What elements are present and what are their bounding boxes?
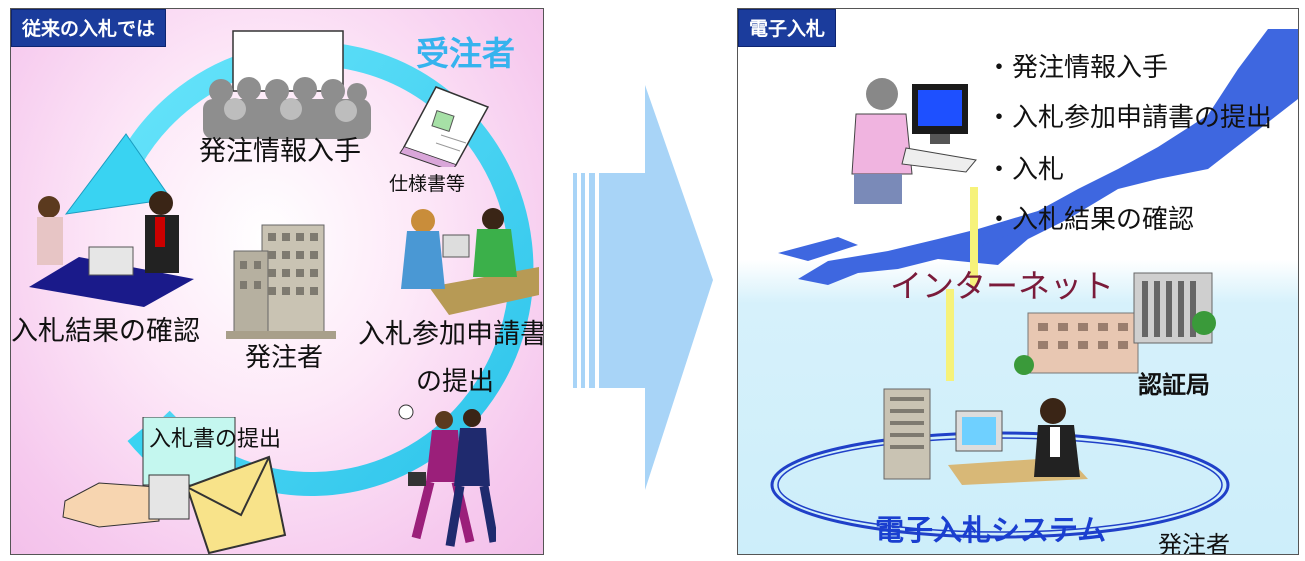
application-label: 入札参加申請書 [358, 319, 544, 350]
running-people-icon [398, 404, 496, 547]
internet-label: インターネット [890, 267, 1115, 305]
orderer-right-label: 発注者 [1158, 531, 1230, 555]
bid-submit-label: 入札書の提出 [149, 427, 282, 452]
bullet-item: ・入札 [986, 155, 1065, 185]
bullet-item: ・入札参加申請書の提出 [986, 103, 1273, 133]
spec-label: 仕様書等 [389, 173, 466, 195]
clerk-desk-icon [401, 208, 539, 315]
open-book-icon [399, 86, 490, 167]
server-operator-icon [883, 388, 1088, 485]
order-info-label: 発注情報入手 [199, 136, 361, 167]
electronic-bidding-tag: 電子入札 [738, 9, 837, 47]
certificate-authority-label: 認証局 [1138, 371, 1210, 399]
bullet-item: ・発注情報入手 [986, 53, 1169, 83]
e-bidding-system-label: 電子入札システム [875, 513, 1107, 547]
connection-beam [946, 289, 954, 381]
computer-user-icon [851, 78, 977, 204]
traditional-bidding-tag: 従来の入札では [11, 9, 167, 47]
hand-envelope-icon [62, 417, 287, 554]
office-building-icon [226, 224, 336, 339]
orderer-label: 発注者 [245, 343, 324, 373]
audience-clipart-icon [203, 30, 371, 139]
contractor-label: 受注者 [416, 34, 515, 73]
electronic-bidding-panel: 電子入札 ・発注情報入手 ・入札参加申請書の提出 ・入札 ・入札結果の確認 イン… [737, 8, 1299, 555]
transition-arrow-icon [573, 85, 713, 490]
bullet-item: ・入札結果の確認 [986, 205, 1195, 235]
connection-beam [970, 187, 978, 287]
japan-map-icon [778, 29, 1298, 285]
traditional-bidding-panel: 従来の入札では 受注者 発注情報入手 仕様書等 入札結果の確認 発注者 [10, 8, 544, 555]
meeting-clipart-icon [29, 191, 194, 307]
certificate-authority-building-icon [1014, 272, 1216, 375]
bid-result-label: 入札結果の確認 [11, 316, 200, 347]
application-submit-label: の提出 [416, 367, 495, 397]
